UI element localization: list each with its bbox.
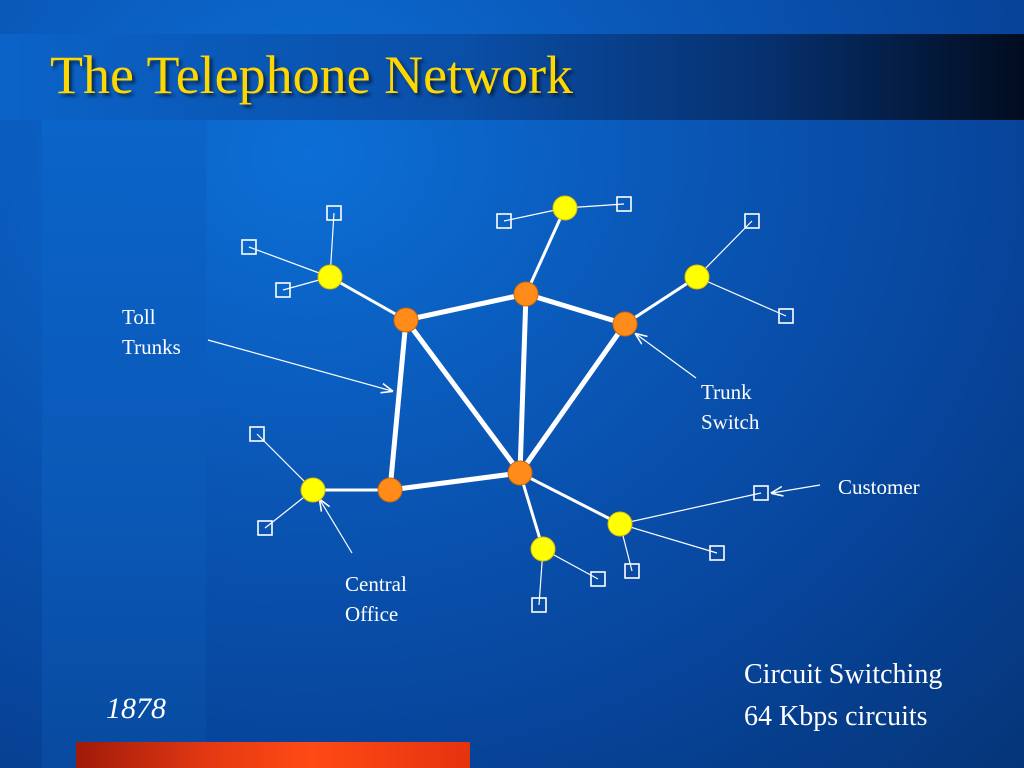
customer-pointer xyxy=(772,484,821,493)
toll-trunks-pointer xyxy=(207,339,392,391)
customer-terminal xyxy=(275,282,291,298)
circuit-rate-note: 64 Kbps circuits xyxy=(744,701,928,732)
office-links xyxy=(311,206,699,551)
central-offices xyxy=(300,195,710,562)
year-label: 1878 xyxy=(106,692,166,725)
trunk-switch-node xyxy=(612,311,638,337)
trunk-switch-node xyxy=(393,307,419,333)
customer-line xyxy=(619,523,718,554)
toll-trunks-label: Toll Trunks xyxy=(122,302,181,362)
trunk-switch-label-line1: Trunk xyxy=(701,380,752,404)
toll-trunks-label-line2: Trunks xyxy=(122,335,181,359)
page-title: The Telephone Network xyxy=(50,45,574,105)
office-link xyxy=(518,471,545,551)
toll-trunks-label-line1: Toll xyxy=(122,305,156,329)
office-link xyxy=(524,206,567,296)
central-office-label-line2: Office xyxy=(345,602,399,626)
trunk-link xyxy=(387,470,523,493)
central-office-node xyxy=(530,536,556,562)
trunk-switch-node xyxy=(377,477,403,503)
circuit-switching-note: Circuit Switching xyxy=(744,659,943,690)
customer-terminal xyxy=(496,213,512,229)
trunk-switch-pointer xyxy=(636,334,697,379)
customer-terminal xyxy=(590,571,606,587)
customer-terminal xyxy=(778,308,794,324)
customer-line xyxy=(696,220,753,278)
central-office-node xyxy=(607,511,633,537)
customer-terminal xyxy=(241,239,257,255)
customer-terminal xyxy=(744,213,760,229)
bottom-accent-bar xyxy=(76,742,470,768)
central-office-pointer xyxy=(320,500,353,554)
trunk-link xyxy=(517,321,628,476)
customer-terminal xyxy=(616,196,632,212)
customer-label: Customer xyxy=(838,475,920,499)
central-office-node xyxy=(684,264,710,290)
left-accent-band xyxy=(42,120,206,768)
trunk-switch-node xyxy=(513,281,539,307)
trunk-link xyxy=(403,317,523,476)
trunk-link xyxy=(517,291,529,476)
label-pointers xyxy=(207,334,821,554)
central-office-node xyxy=(552,195,578,221)
customer-terminal xyxy=(326,205,342,221)
central-office-label-line1: Central xyxy=(345,572,407,596)
title-band xyxy=(0,34,1024,120)
customer-line xyxy=(696,276,787,317)
office-link xyxy=(328,275,408,322)
trunk-switch-label: Trunk Switch xyxy=(701,377,759,437)
office-link xyxy=(623,275,699,326)
customer-line xyxy=(619,492,762,525)
customer-terminal xyxy=(531,597,547,613)
trunk-switch-node xyxy=(507,460,533,486)
customer-terminal xyxy=(753,485,769,501)
customer-terminal xyxy=(624,563,640,579)
central-office-node xyxy=(317,264,343,290)
office-link xyxy=(518,471,622,526)
central-office-node xyxy=(300,477,326,503)
customer-line xyxy=(248,246,331,278)
customer-terminal xyxy=(709,545,725,561)
customer-line xyxy=(256,433,314,491)
circuit-notes: Circuit Switching 64 Kbps circuits xyxy=(744,654,942,738)
customer-terminal xyxy=(257,520,273,536)
trunk-link xyxy=(403,291,529,323)
trunk-switch-label-line2: Switch xyxy=(701,410,760,434)
customer-terminals xyxy=(241,196,794,613)
trunk-link xyxy=(387,317,409,493)
toll-trunks xyxy=(387,291,628,493)
customer-terminal xyxy=(249,426,265,442)
trunk-switches xyxy=(377,281,638,503)
trunk-link xyxy=(523,291,628,327)
central-office-label: Central Office xyxy=(345,569,407,629)
